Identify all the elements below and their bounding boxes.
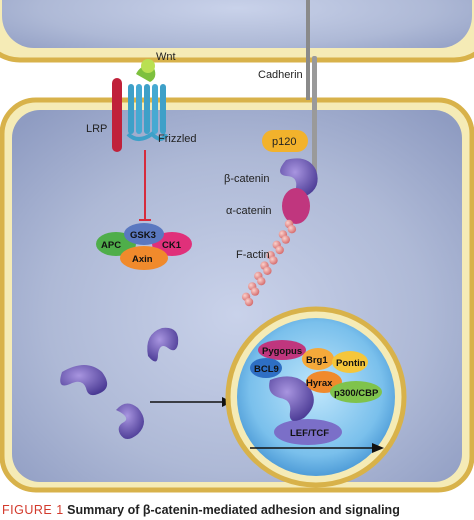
actin-bead: [263, 266, 272, 275]
label-cadherin: Cadherin: [258, 69, 303, 81]
bcl9-protein: [250, 358, 282, 378]
actin-bead: [269, 256, 278, 265]
gsk3-protein: [124, 223, 164, 245]
beta-catenin-free: [147, 327, 179, 362]
cadherin: [306, 0, 317, 186]
label-lef-tcf: LEF/TCF: [290, 428, 329, 439]
label-axin: Axin: [132, 254, 153, 265]
label-pontin: Pontin: [336, 358, 366, 369]
beta-catenin-free: [60, 365, 108, 396]
caption-text: Summary of β-catenin-mediated adhesion a…: [67, 503, 400, 517]
f-actin-chain: [241, 219, 297, 307]
frizzled-receptor: [126, 84, 168, 141]
axin-protein: [120, 246, 168, 270]
lrp-receptor: [112, 78, 122, 152]
beta-catenin-free: [116, 403, 144, 439]
label-lrp: LRP: [86, 123, 107, 135]
label-pygopus: Pygopus: [262, 346, 302, 357]
label-alpha-catenin: α-catenin: [226, 205, 272, 217]
actin-bead: [281, 235, 290, 244]
figure-caption: FIGURE 1 Summary of β-catenin-mediated a…: [2, 503, 472, 517]
actin-bead: [275, 245, 284, 255]
transcription-complex: [250, 340, 384, 453]
upper-cell: [0, 0, 474, 63]
brg1-protein: [302, 348, 334, 370]
actin-bead: [244, 297, 254, 307]
alpha-catenin-protein: [282, 188, 310, 224]
label-beta-catenin: β-catenin: [224, 173, 269, 185]
beta-catenin-membrane: [280, 158, 318, 198]
actin-bead: [287, 225, 297, 234]
label-frizzled: Frizzled: [158, 133, 197, 145]
label-p300-cbp: p300/CBP: [334, 388, 379, 399]
actin-bead: [257, 277, 266, 286]
pontin-protein: [332, 351, 368, 373]
actin-bead: [250, 287, 260, 296]
label-brg1: Brg1: [306, 355, 328, 366]
label-f-actin: F-actin: [236, 249, 270, 261]
free-beta-catenins: [60, 327, 179, 439]
inhibition-arrow: [139, 150, 151, 221]
p120-protein: [262, 130, 308, 152]
label-bcl9: BCL9: [254, 364, 279, 375]
p300-cbp-protein: [330, 381, 382, 403]
label-apc: APC: [101, 240, 121, 251]
pygopus-protein: [258, 340, 306, 360]
beta-catenin-nuclear: [269, 376, 314, 421]
lef-tcf-protein: [274, 419, 342, 445]
label-p120: p120: [272, 136, 296, 148]
label-hyrax: Hyrax: [306, 378, 333, 389]
destruction-complex: [96, 223, 192, 270]
caption-figure-number: FIGURE 1: [2, 503, 64, 517]
wnt-ligand: [136, 59, 156, 82]
label-ck1: CK1: [162, 240, 182, 251]
label-gsk3: GSK3: [130, 230, 156, 241]
label-wnt: Wnt: [156, 51, 176, 63]
